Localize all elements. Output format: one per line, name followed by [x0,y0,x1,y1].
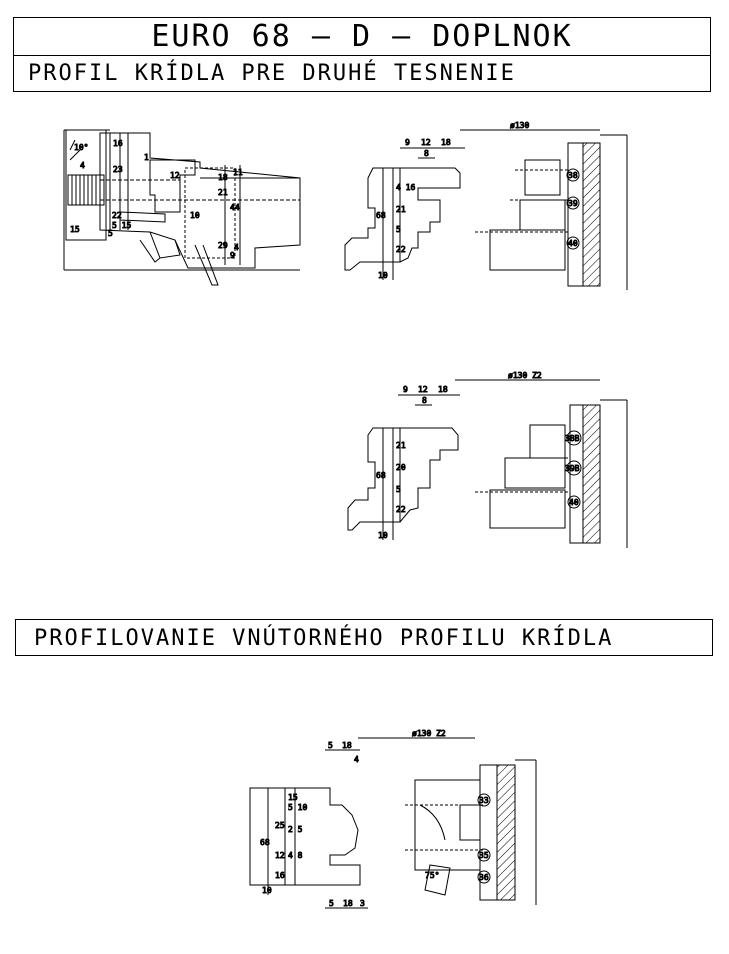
tool-number: 33 [479,796,489,805]
profile-figure-2: ø130 Z2 9 12 18 8 68 21 20 5 22 10 38B 3… [347,371,628,548]
angle-label: 75° [425,871,439,880]
dim-text: 10 [262,886,272,895]
asm-label: 23 [113,165,123,174]
asm-label: 12 [170,171,180,180]
profile-figure-3: ø130 Z2 5 18 4 5 18 3 68 15 5 10 25 2 5 … [249,729,537,909]
dim-text: 9 [403,385,408,394]
tool-number: 36 [479,873,489,882]
asm-label: 11 [233,168,243,177]
asm-label: 1 [144,153,149,162]
dim-text: 3 [360,899,365,908]
asm-label: 10° [74,143,88,152]
asm-label: 29 [218,241,228,250]
tool-number: 40 [568,239,578,248]
tool-number: 38B [565,434,580,443]
title-block: EURO 68 – D – DOPLNOK PROFIL KRÍDLA PRE … [13,17,711,92]
dim-text: 21 [396,205,406,214]
dim-text: 12 [421,138,431,147]
tool-diameter: ø130 [510,121,529,130]
section-title: PROFILOVANIE VNÚTORNÉHO PROFILU KRÍDLA [34,626,614,651]
page-subtitle: PROFIL KRÍDLA PRE DRUHÉ TESNENIE [28,61,516,86]
dim-text: 12 [418,385,428,394]
overall-dim: 68 [376,211,386,220]
dim-text: 2 5 [288,825,303,834]
dim-text: 4 8 [288,851,303,860]
tool-number: 38 [568,171,578,180]
dim-text: 18 [438,385,448,394]
asm-label: 5 15 [112,221,131,230]
dim-text: 5 [329,899,334,908]
tool-number: 39B [565,464,580,473]
asm-label: 22 [112,211,122,220]
dim-text: 8 [424,149,429,158]
title-divider [14,55,710,56]
dim-text: 4 16 [396,183,415,192]
asm-label: 4 [80,161,85,170]
dim-text: 22 [396,505,406,514]
dim-text: 4 [354,755,359,764]
overall-dim: 68 [376,471,386,480]
dim-text: 12 [275,851,285,860]
tool-number: 35 [479,851,489,860]
asm-label: 4 [234,243,239,252]
dim-text: 18 [342,741,352,750]
assembly-drawing: 16 12 18 11 10 21 44 29 9 4 15 5 10° 23 … [63,129,301,286]
tool-diameter: ø130 Z2 [412,729,446,738]
dim-text: 10 [378,531,388,540]
dim-text: 5 [396,485,401,494]
tool-number: 39 [568,199,578,208]
dim-text: 15 [288,793,298,802]
dim-text: 22 [396,245,406,254]
asm-label: 44 [230,203,240,212]
asm-label: 18 [218,173,228,182]
dim-text: 16 [275,871,285,880]
dim-text: 8 [422,396,427,405]
asm-label: 15 [70,225,80,234]
asm-label: 21 [218,188,228,197]
dim-text: 25 [275,821,285,830]
dim-text: 18 [441,138,451,147]
dim-text: 21 [396,441,406,450]
dim-text: 10 [378,271,388,280]
tool-diameter: ø130 Z2 [508,371,542,380]
dim-text: 20 [396,463,406,472]
dim-text: 5 [328,741,333,750]
dim-text: 9 [405,138,410,147]
asm-label: 5 [108,229,113,238]
asm-label: 10 [190,211,200,220]
page-title: EURO 68 – D – DOPLNOK [151,19,573,54]
asm-label: 9 [230,251,235,260]
section-title-block: PROFILOVANIE VNÚTORNÉHO PROFILU KRÍDLA [15,619,713,656]
dim-text: 5 10 [288,803,307,812]
dim-text: 18 [343,899,353,908]
asm-label: 16 [113,139,123,148]
tool-number: 40 [569,498,579,507]
profile-figure-1: ø130 9 12 18 8 68 4 16 21 5 22 10 38 39 … [344,121,628,290]
dim-text: 5 [396,225,401,234]
overall-dim: 68 [260,838,270,847]
